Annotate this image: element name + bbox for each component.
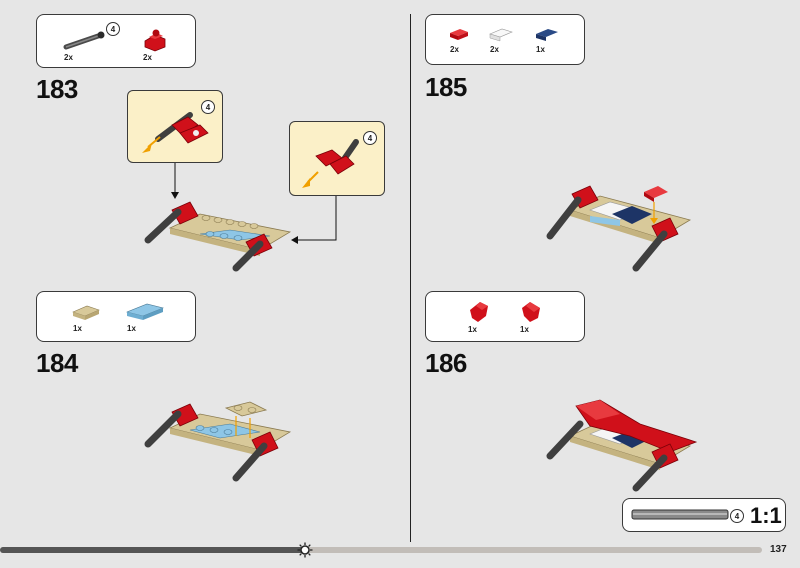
white-slope-part-icon [489,28,513,42]
step-number: 186 [425,348,467,378]
model-step-183 [144,201,292,272]
model-step-184 [144,401,292,482]
size-4-badge-text: 4 [735,512,740,521]
size-4-badge-text: 4 [111,25,116,34]
part-qty: 2x [143,53,152,62]
parts-list-step-183: 4 2x 2x [36,14,196,68]
part-qty: 2x [450,45,459,54]
part-qty: 2x [490,45,499,54]
step-number: 185 [425,72,467,102]
scale-reference-box: 4 [622,498,786,532]
step-number: 183 [36,74,78,104]
tan-plate-part-icon [72,305,100,320]
size-4-badge-icon: 4 [106,22,120,36]
page-number: 137 [770,544,787,555]
part-qty: 1x [536,45,545,54]
part-qty: 1x [127,324,136,333]
page-divider [410,14,411,542]
sub-assembly-callout: 4 [127,90,223,163]
step-number: 184 [36,348,78,378]
scale-label: 1:1 [750,503,782,528]
parts-list-step-186: 1x 1x [425,291,585,342]
size-4-badge-icon: 4 [730,509,744,523]
red-connector-part-icon [144,29,166,52]
axle-scale-icon [631,509,729,520]
size-4-badge-text: 4 [368,134,373,143]
model-step-186 [546,399,698,492]
parts-list-step-184: 1x 1x [36,291,196,342]
size-4-badge-icon: 4 [201,100,215,114]
part-qty: 2x [64,53,73,62]
red-wing-right-part-icon [522,302,540,322]
part-qty: 1x [520,325,529,334]
axle-connector-subassembly-icon [142,112,209,153]
sub-assembly-callout: 4 [289,121,385,196]
red-wing-left-part-icon [470,302,488,322]
parts-list-step-185: 2x 2x 1x [425,14,585,65]
axle-connector-subassembly-icon [302,139,359,188]
part-qty: 1x [73,324,82,333]
size-4-badge-icon: 4 [363,131,377,145]
progress-marker-icon [297,542,313,558]
part-qty: 1x [468,325,477,334]
axle-part-icon [63,31,105,50]
dark-blue-slope-part-icon [536,29,558,41]
light-blue-plate-part-icon [126,303,164,320]
progress-fill [0,547,305,553]
red-tile-part-icon [450,29,468,40]
model-step-185 [546,185,692,272]
size-4-badge-text: 4 [206,103,211,112]
progress-track [0,547,762,553]
